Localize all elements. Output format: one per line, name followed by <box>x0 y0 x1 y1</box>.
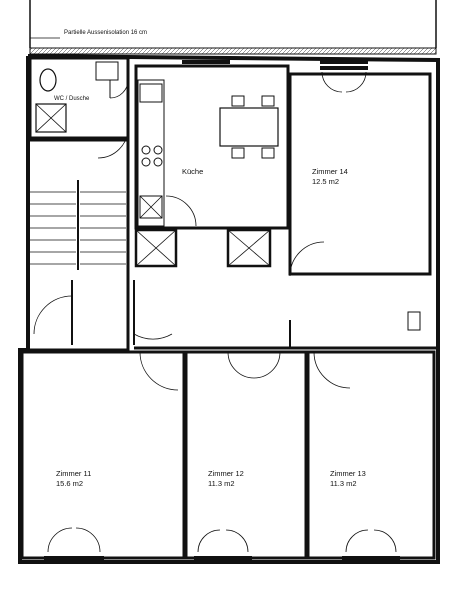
room-area-zimmer13: 11.3 m2 <box>330 479 357 488</box>
room-label-zimmer11: Zimmer 11 <box>56 469 91 478</box>
stair-hall <box>26 127 173 352</box>
room-area-zimmer11: 15.6 m2 <box>56 479 83 488</box>
toilet-icon <box>39 68 57 92</box>
room-label-zimmer12: Zimmer 12 <box>208 469 244 478</box>
exterior-insulation <box>29 0 437 55</box>
corridor <box>134 311 438 350</box>
service-shafts <box>134 228 272 268</box>
room-zimmer-14: Zimmer 14 12.5 m2 <box>288 66 432 277</box>
wc-room: WC / Dusche <box>28 56 130 140</box>
room-zimmer-11: Zimmer 11 15.6 m2 <box>20 350 186 560</box>
room-area-zimmer12: 11.3 m2 <box>208 479 235 488</box>
dining-table <box>219 107 279 147</box>
room-label-wc: WC / Dusche <box>54 96 90 102</box>
room-zimmer-12: Zimmer 12 11.3 m2 <box>184 350 308 560</box>
stove-icon <box>141 145 163 167</box>
insulation-annotation: Partielle Aussenisolation 16 cm <box>64 30 147 36</box>
kitchen-room: Küche <box>134 64 290 230</box>
room-area-zimmer14: 12.5 m2 <box>312 177 339 186</box>
room-label-zimmer13: Zimmer 13 <box>330 469 366 478</box>
room-label-zimmer14: Zimmer 14 <box>312 167 348 176</box>
room-zimmer-13: Zimmer 13 11.3 m2 <box>306 350 436 560</box>
room-label-kitchen: Küche <box>182 167 203 176</box>
stair-steps <box>30 191 126 265</box>
